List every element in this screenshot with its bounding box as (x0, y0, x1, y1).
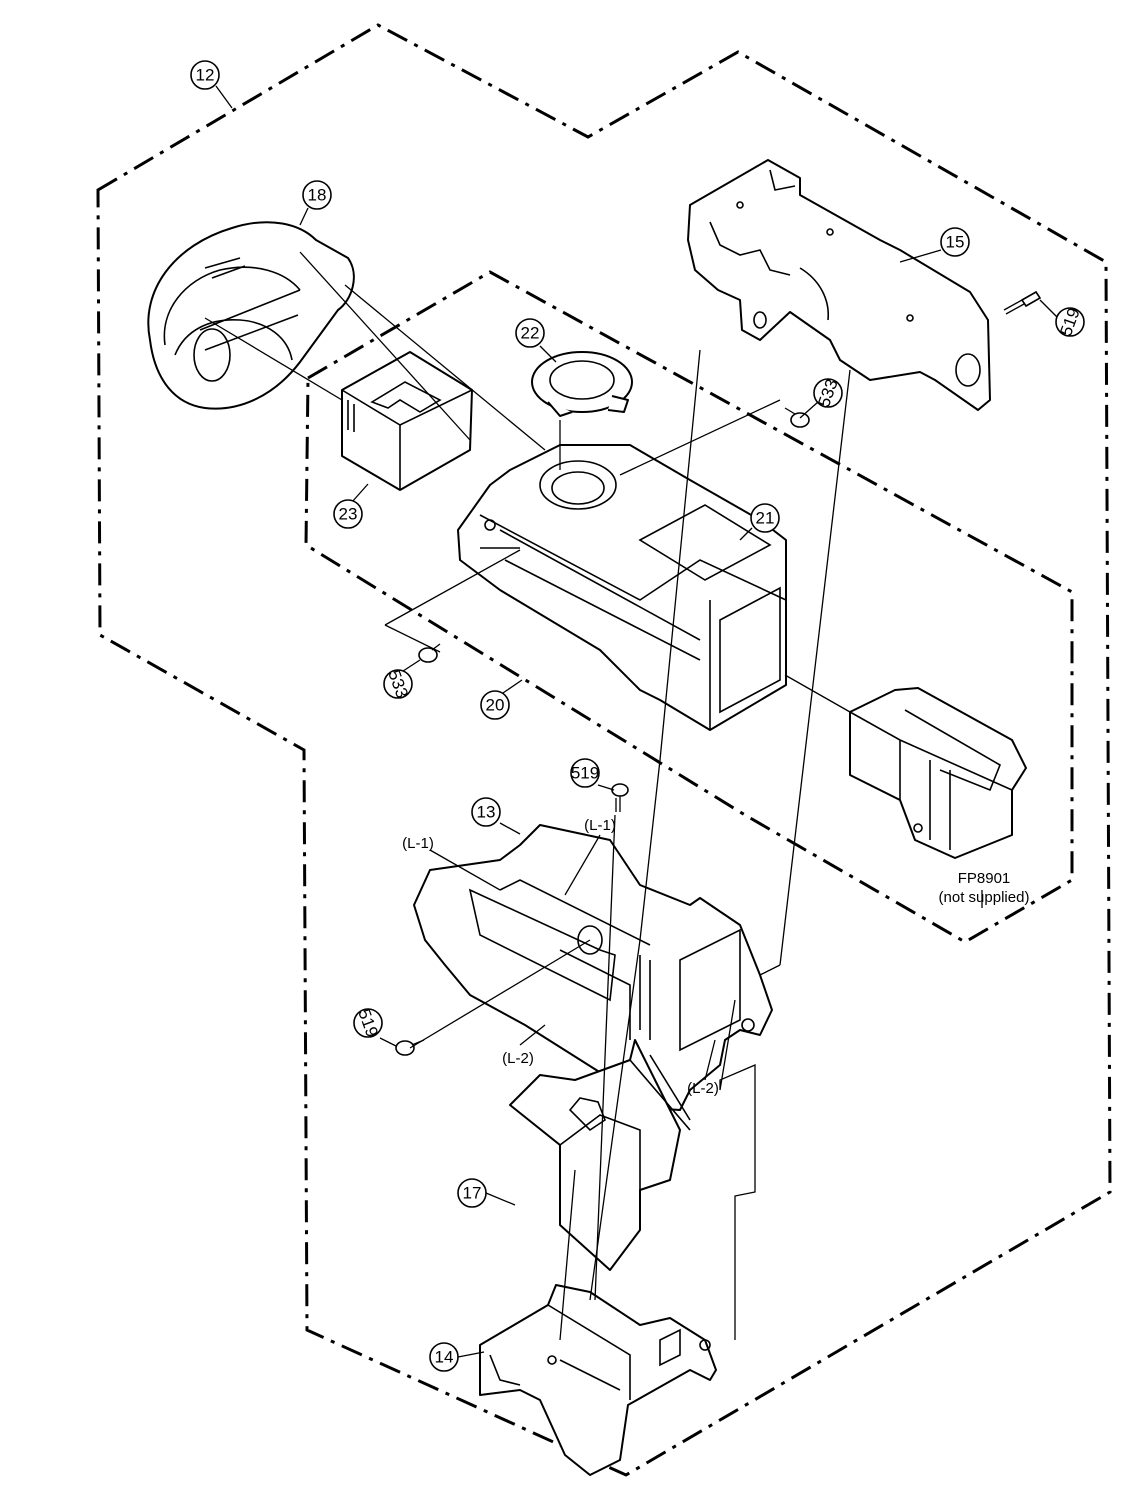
screw-533-left (418, 643, 441, 663)
callout-21: 21 (750, 503, 780, 533)
part-23-holder-block (341, 351, 473, 491)
label-l2-left: (L-2) (502, 1050, 534, 1067)
callout-22: 22 (515, 318, 545, 348)
callout-13-label: 13 (477, 803, 496, 822)
callout-15-label: 15 (946, 233, 965, 252)
part-21-main-chassis (457, 444, 787, 731)
subassembly-boundary-20 (304, 270, 1074, 944)
callout-519-middle: 519 (570, 758, 600, 788)
callout-20-label: 20 (486, 696, 505, 715)
part-22-ring (531, 351, 633, 417)
callout-519-lower-label: 519 (354, 1006, 382, 1039)
callout-17: 17 (457, 1178, 487, 1208)
callout-12-label: 12 (196, 66, 215, 85)
callout-519-middle-label: 519 (571, 764, 599, 783)
callout-519-lower: 519 (353, 1006, 383, 1040)
callout-14: 14 (429, 1342, 459, 1372)
callout-533-right: 533 (813, 376, 843, 410)
part-13-lower-chassis (413, 824, 773, 1111)
callout-14-label: 14 (435, 1348, 454, 1367)
label-not-supplied: (not supplied) (939, 889, 1030, 906)
callout-519-top-label: 519 (1056, 305, 1084, 338)
part-14-base-bracket (479, 1284, 717, 1476)
screw-519-top (1003, 290, 1042, 315)
callout-23: 23 (333, 499, 363, 529)
assembly-boundary-12 (96, 23, 1112, 1477)
callout-leader-lines (215, 85, 1061, 1358)
label-l1-left: (L-1) (402, 835, 434, 852)
callout-18-label: 18 (308, 186, 327, 205)
label-fp8901: FP8901 (958, 870, 1011, 887)
screw-533-right (784, 407, 810, 428)
part-18-front-cover (147, 221, 355, 410)
assembly-guide-lines (204, 251, 851, 1341)
callout-533-left-label: 533 (384, 667, 412, 700)
callout-22-label: 22 (521, 324, 540, 343)
callout-13: 13 (471, 797, 501, 827)
screw-519-middle (611, 783, 629, 812)
callout-17-label: 17 (463, 1184, 482, 1203)
callout-20: 20 (480, 690, 510, 720)
callout-519-top: 519 (1055, 305, 1085, 339)
part-15-top-bracket (687, 159, 991, 411)
part-17-small-bracket (509, 1039, 691, 1271)
part-fp8901-connector (849, 687, 1027, 859)
callout-21-label: 21 (756, 509, 775, 528)
callout-533-left: 533 (383, 667, 413, 701)
callout-23-label: 23 (339, 505, 358, 524)
callout-12: 12 (190, 60, 220, 90)
callout-533-right-label: 533 (814, 376, 842, 409)
callout-15: 15 (940, 227, 970, 257)
label-l1-right: (L-1) (584, 817, 616, 834)
callout-18: 18 (302, 180, 332, 210)
label-l2-right: (L-2) (687, 1080, 719, 1097)
